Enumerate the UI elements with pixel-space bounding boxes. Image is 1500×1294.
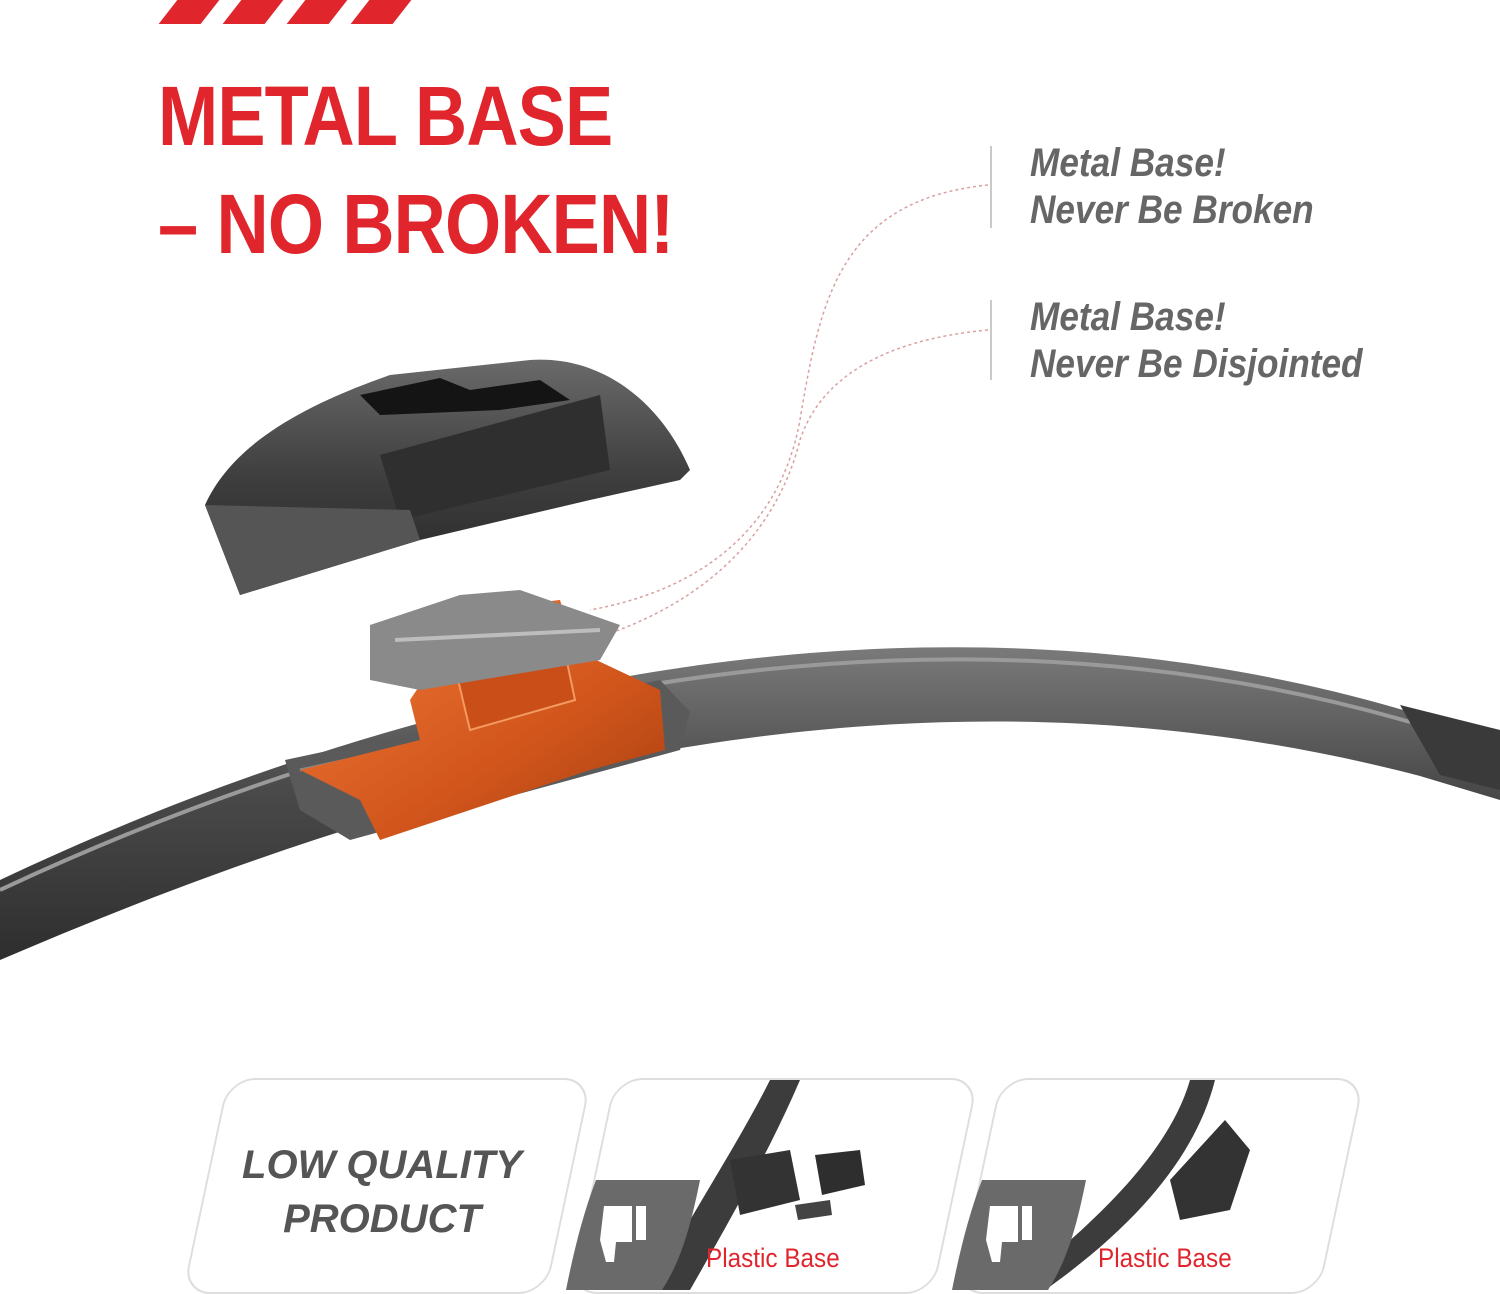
callout-line-2: Never Be Disjointed [1030,342,1363,386]
callout-line-1: Metal Base! [1030,141,1226,185]
headline-line-1: METAL BASE [158,69,613,163]
callout-connector-line [589,184,989,611]
callout-connector-line [589,329,989,641]
callout-line-1: Metal Base! [1030,295,1226,339]
blade-end-cap [1400,705,1500,790]
callout-divider [990,146,992,228]
plastic-base-label: Plastic Base [706,1243,840,1273]
headline-line-2: – NO BROKEN! [158,177,674,271]
low-quality-line-2: PRODUCT [283,1197,481,1241]
blade-body [0,647,1500,960]
low-quality-line-1: LOW QUALITY [242,1143,522,1187]
callout-never-broken: Metal Base! Never Be Broken [1030,140,1314,234]
plastic-base-label: Plastic Base [1098,1243,1232,1273]
callout-never-disjointed: Metal Base! Never Be Disjointed [1030,294,1363,388]
callout-line-2: Never Be Broken [1030,188,1314,232]
wiper-blade-illustration [0,184,1500,960]
low-quality-label: LOW QUALITY PRODUCT [232,1138,532,1246]
callout-divider [990,300,992,380]
clip-frame [370,590,620,690]
